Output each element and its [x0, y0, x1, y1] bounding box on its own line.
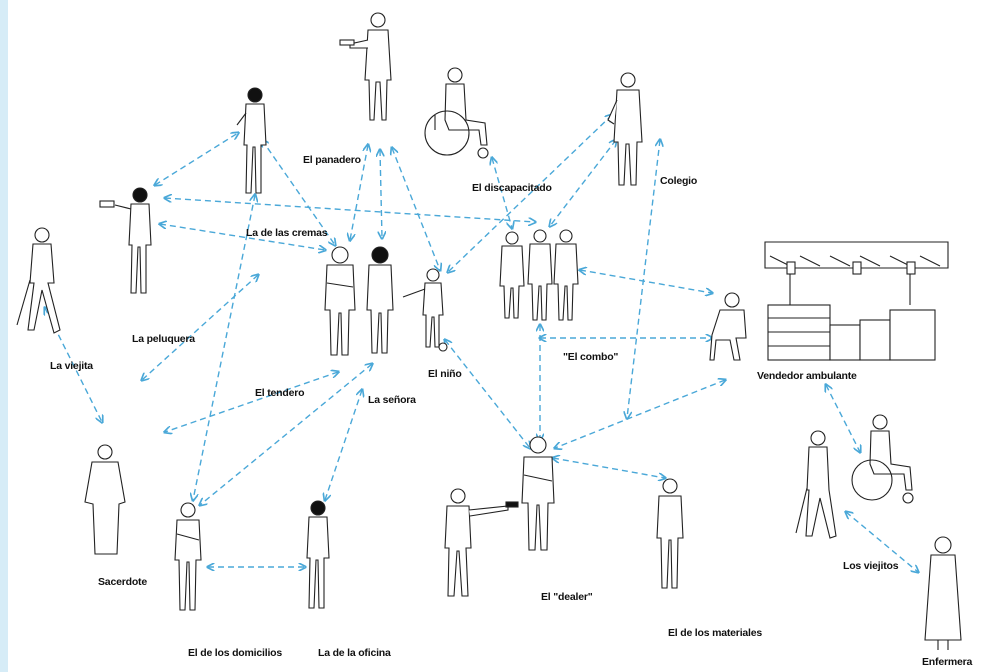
arrow-senora-domicilios [200, 364, 372, 505]
label-vendedor: Vendedor ambulante [757, 370, 857, 382]
figure-materiales [656, 478, 684, 589]
arrow-peluquera-west [142, 275, 258, 380]
label-combo: "El combo" [563, 351, 619, 363]
figure-peluquera [99, 187, 152, 294]
label-viejita: La viejita [50, 360, 93, 372]
figure-combo-3 [553, 229, 579, 321]
label-nino: El niño [428, 368, 462, 380]
arrow-peluquera-combo [165, 198, 535, 222]
arrow-colegio-vendedor [627, 140, 660, 418]
label-sacerdote: Sacerdote [98, 576, 147, 588]
arrow-colegio-nino [448, 115, 612, 272]
figures-layer [16, 12, 962, 650]
label-oficina: La de la oficina [318, 647, 391, 659]
figure-vendedor [709, 241, 949, 361]
label-discapacitado: El discapacitado [472, 182, 552, 194]
label-peluquera: La peluquera [132, 333, 195, 345]
figure-oficina [306, 500, 330, 609]
relationship-arrows [45, 115, 918, 572]
label-tendero: El tendero [255, 387, 305, 399]
arrow-panadero-senora [380, 150, 382, 238]
figure-senora [366, 246, 394, 354]
arrow-senora-oficina [325, 390, 362, 500]
label-dealer: El "dealer" [541, 591, 593, 603]
arrow-combo-vendedor [580, 270, 712, 293]
arrow-nino-dealer [445, 340, 530, 448]
figure-viejito [795, 430, 837, 539]
arrow-panadero-tendero [350, 145, 368, 240]
arrow-peluquera-cremas [155, 133, 238, 185]
figure-panadero [339, 12, 392, 121]
figure-sacerdote [84, 444, 126, 555]
figure-combo-2 [527, 229, 553, 321]
figure-shooter [444, 488, 519, 597]
figure-viejita [16, 227, 61, 334]
arrow-cremas-domicilios [193, 195, 255, 500]
figure-domicilios [174, 502, 202, 611]
label-panadero: El panadero [303, 154, 361, 166]
figure-dealer [521, 436, 555, 551]
arrow-tendero-sacerdote [165, 372, 338, 432]
label-cremas: La de las cremas [246, 227, 328, 239]
figure-viejita-2 [851, 414, 914, 504]
arrow-colegio-combo [550, 140, 616, 226]
label-viejitos: Los viejitos [843, 560, 899, 572]
label-enfermera: Enfermera [922, 656, 973, 668]
arrow-panadero-nino [392, 148, 440, 270]
arrow-dealer-materiales [553, 458, 665, 478]
figure-cremas [236, 87, 267, 194]
label-materiales: El de los materiales [668, 627, 763, 639]
arrow-vendedor-viejitos [826, 385, 860, 452]
figure-combo-1 [499, 231, 525, 319]
label-senora: La señora [368, 394, 416, 406]
label-colegio: Colegio [660, 175, 698, 187]
figure-colegio [607, 72, 643, 186]
label-domicilios: El de los domicilios [188, 647, 283, 659]
figure-nino [402, 268, 448, 352]
arrow-cremas-tendero [262, 140, 335, 245]
arrow-vendedor-dealer [555, 380, 725, 448]
figure-discapacitado [424, 67, 489, 159]
figure-tendero [324, 246, 356, 356]
left-accent-bar [0, 0, 8, 672]
arrow-viejitos-enfermera [846, 512, 918, 572]
figure-enfermera [924, 536, 962, 650]
